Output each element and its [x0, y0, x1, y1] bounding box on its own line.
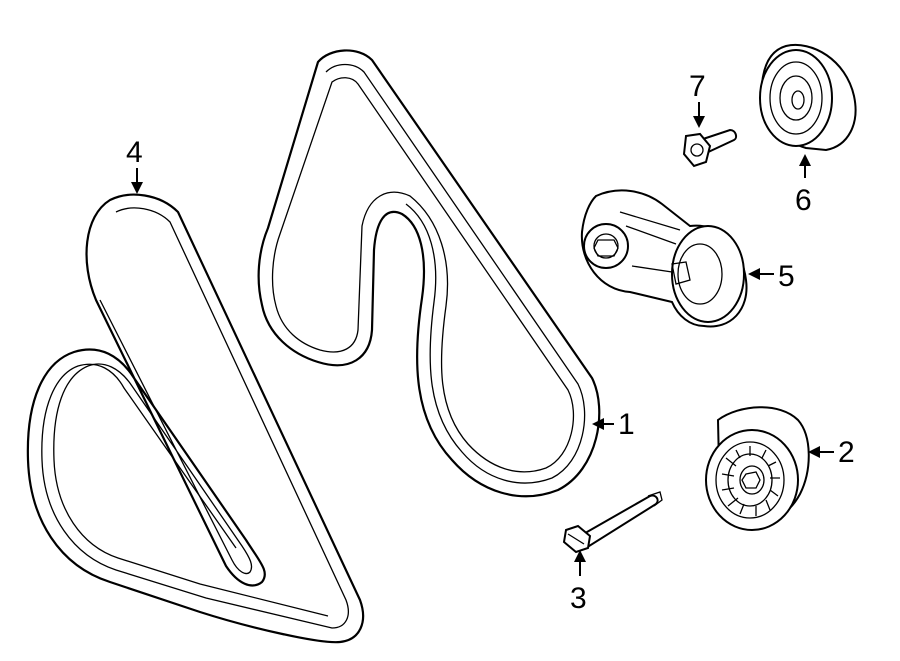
pulley-bolt — [562, 491, 663, 554]
callout-leader-1 — [592, 418, 614, 430]
callout-number-4: 4 — [126, 136, 143, 169]
callout-leader-7 — [693, 102, 705, 128]
callout-leader-2 — [808, 446, 834, 458]
callout-leader-3 — [574, 550, 586, 576]
callout-leader-6 — [799, 154, 811, 178]
callout-number-2: 2 — [838, 436, 855, 469]
callout-number-3: 3 — [570, 582, 587, 615]
belt-tensioner — [580, 189, 748, 328]
callout-number-5: 5 — [778, 260, 795, 293]
idler-pulley — [705, 406, 810, 531]
callout-number-1: 1 — [618, 408, 635, 441]
callout-leader-4 — [131, 168, 143, 194]
tensioner-bolt — [682, 128, 738, 168]
serpentine-belt-secondary — [26, 193, 365, 644]
callout-number-6: 6 — [795, 184, 812, 217]
idler-pulley-small — [759, 44, 857, 152]
callout-leader-5 — [748, 268, 774, 280]
callout-number-7: 7 — [689, 70, 706, 103]
serpentine-belt-main — [257, 49, 601, 498]
